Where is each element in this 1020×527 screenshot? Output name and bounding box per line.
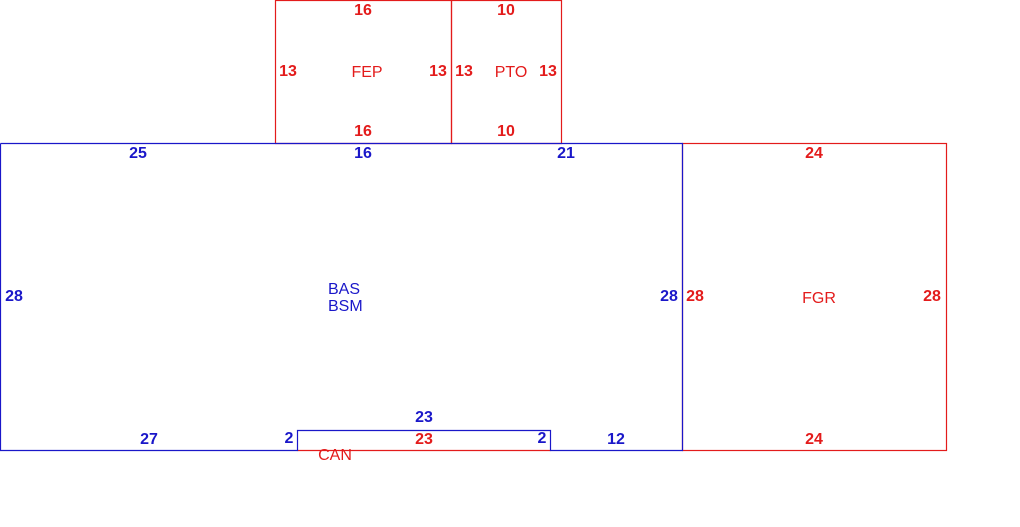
pto-area-code: PTO xyxy=(495,64,528,81)
fep-area-code: FEP xyxy=(351,64,382,81)
fgr-right-dimension: 28 xyxy=(923,288,941,305)
area-pto: 10 10 13 13 PTO xyxy=(450,0,563,145)
bas-right-dimension: 28 xyxy=(660,288,678,305)
pto-top-dimension: 10 xyxy=(497,2,515,19)
area-bas: 25 16 21 28 28 27 12 23 2 2 BAS BSM xyxy=(0,142,684,452)
bas-notch-right-dimension: 2 xyxy=(538,430,547,447)
fep-top-dimension: 16 xyxy=(354,2,372,19)
bas-top-left-dimension: 25 xyxy=(129,145,147,162)
fgr-top-dimension: 24 xyxy=(805,145,823,162)
fep-right-dimension: 13 xyxy=(429,63,447,80)
bas-bottom-left-dimension: 27 xyxy=(140,431,158,448)
bas-left-dimension: 28 xyxy=(5,288,23,305)
fgr-bottom-dimension: 24 xyxy=(805,431,823,448)
area-fep: 16 16 13 13 FEP xyxy=(274,0,453,145)
bas-outline xyxy=(0,142,684,452)
area-fgr: 24 24 28 28 FGR xyxy=(681,142,948,452)
bas-bottom-right-dimension: 12 xyxy=(607,431,625,448)
fgr-left-dimension: 28 xyxy=(686,288,704,305)
pto-bottom-dimension: 10 xyxy=(497,123,515,140)
fep-bottom-dimension: 16 xyxy=(354,123,372,140)
pto-left-dimension: 13 xyxy=(455,63,473,80)
fgr-area-code: FGR xyxy=(802,290,836,307)
can-length-dimension: 23 xyxy=(415,431,433,448)
pto-right-dimension: 13 xyxy=(539,63,557,80)
bas-top-mid-dimension: 16 xyxy=(354,145,372,162)
fep-left-dimension: 13 xyxy=(279,63,297,80)
bas-notch-left-dimension: 2 xyxy=(285,430,294,447)
can-area-code: CAN xyxy=(318,447,352,464)
bas-notch-top-dimension: 23 xyxy=(415,409,433,426)
bas-area-code: BAS xyxy=(328,281,360,298)
bsm-area-code: BSM xyxy=(328,298,363,315)
area-can: 23 CAN xyxy=(297,431,551,464)
bas-top-right-dimension: 21 xyxy=(557,145,575,162)
